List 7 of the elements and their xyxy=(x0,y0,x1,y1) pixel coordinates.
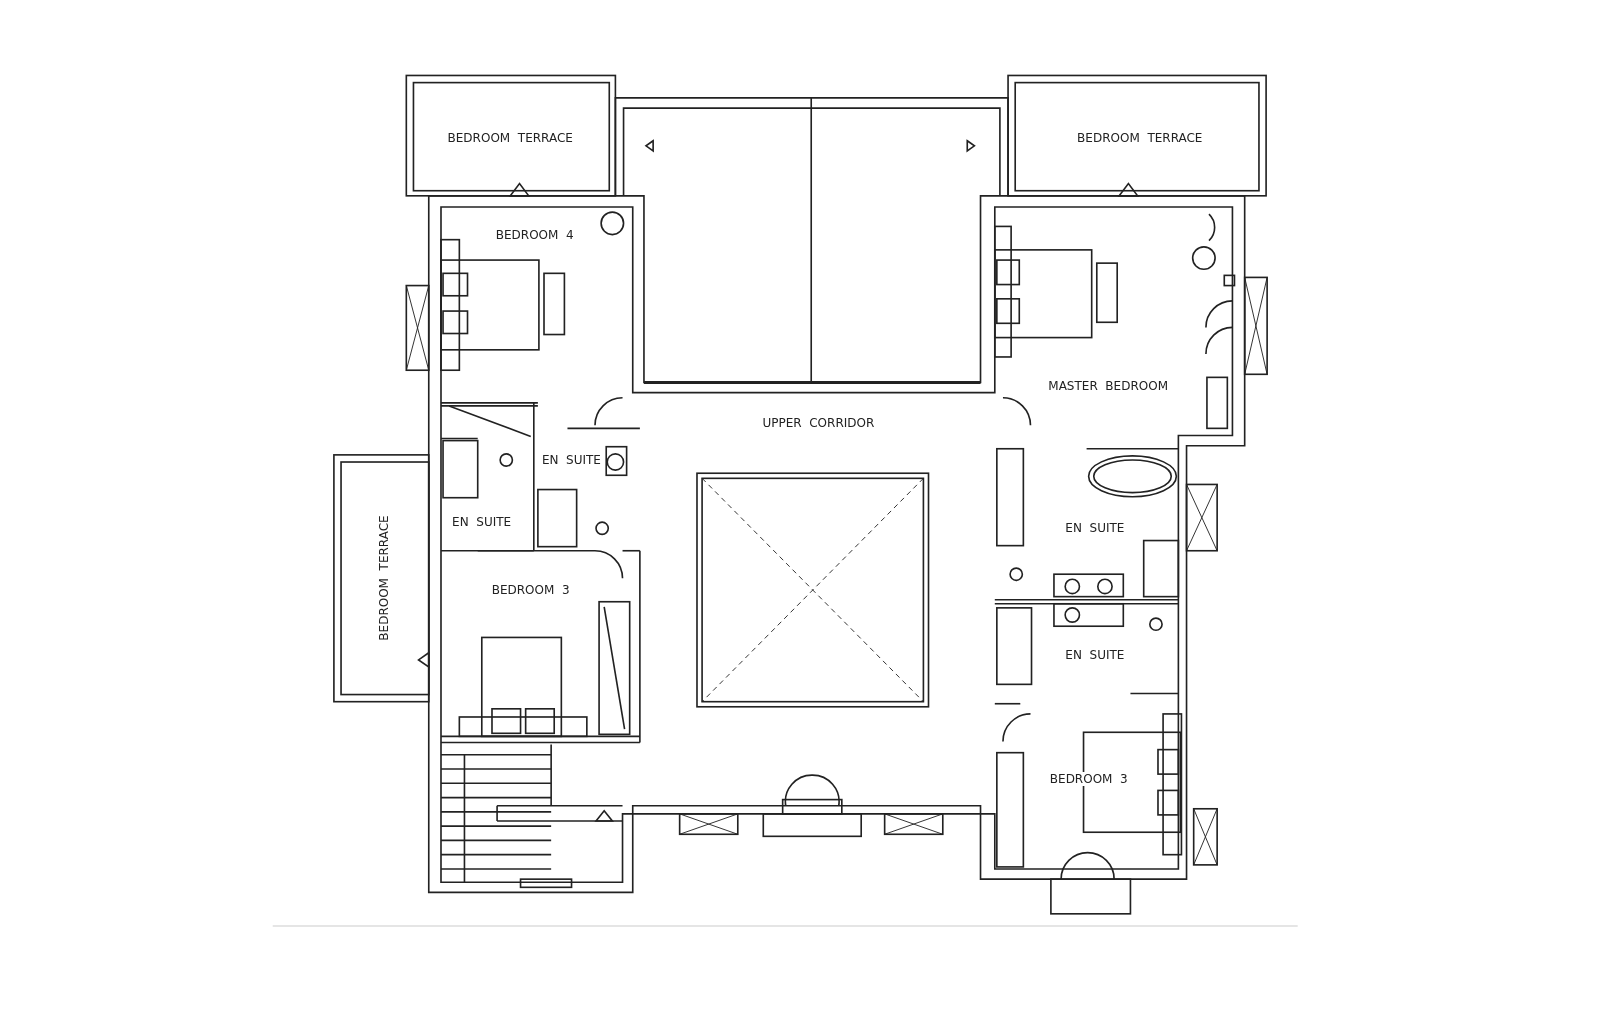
room-label: BEDROOM TERRACE xyxy=(445,130,575,145)
room-label: MASTER BEDROOM xyxy=(1046,378,1170,393)
room-label: EN SUITE xyxy=(1063,520,1127,535)
room-label: BEDROOM 3 xyxy=(489,582,572,597)
room-label: BEDROOM TERRACE xyxy=(1075,130,1205,145)
room-label: BEDROOM 3 xyxy=(1047,771,1130,786)
room-label: BEDROOM 4 xyxy=(493,227,576,242)
